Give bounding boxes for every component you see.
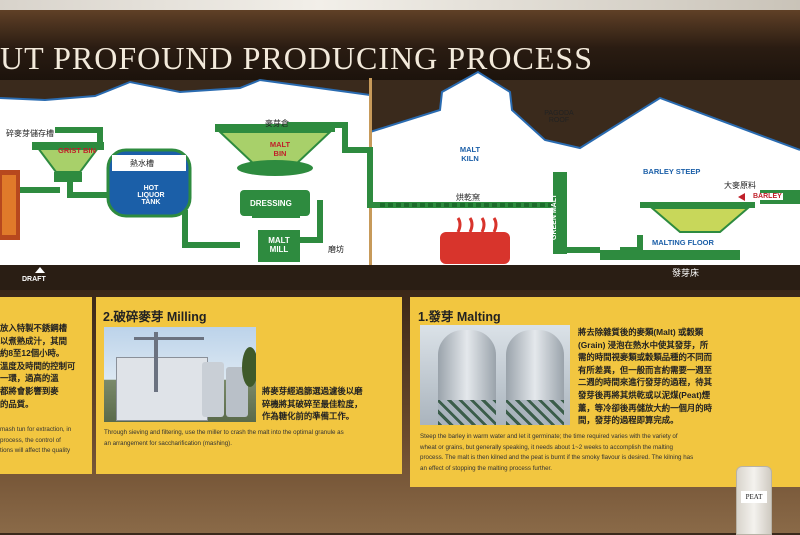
milling-en-text: Through sieving and filtering, use the m… [104, 429, 344, 447]
label-grist-store: 碎麥芽儲存槽 [6, 129, 54, 138]
process-diagram [0, 70, 800, 290]
label-malting-floor-zh: 發芽床 [672, 268, 700, 278]
milling-zh-text: 將麥芽經過篩選過濾後以磨 碎機將其破碎至最佳粒度， 作為糖化前的準備工作。 [262, 386, 363, 422]
barley-steep [649, 207, 751, 233]
label-kiln-zh: 烘乾窯 [456, 193, 480, 202]
building-right [370, 72, 800, 265]
label-pagoda-roof: PAGODA ROOF [544, 110, 574, 124]
malting-zh-text: 將去除雜質後的麥類(Malt) 或穀類 (Grain) 浸泡在熱水中使其發芽，所… [578, 327, 712, 426]
label-hot-water-zh: 熱水槽 [130, 159, 154, 168]
label-grist-bin: GRIST BIN [58, 146, 96, 155]
label-barley-raw-zh: 大麥原料 [724, 181, 756, 190]
malting-heading: 1.發芽 Malting [418, 310, 501, 324]
label-malt-kiln: MALT KILN [459, 145, 481, 163]
bottle-label: PEAT [741, 491, 767, 503]
label-malt-bin: MALT BIN [269, 140, 291, 158]
malting-floor [600, 250, 740, 260]
green-malt-pipe [553, 172, 567, 254]
top-light-strip [0, 0, 800, 10]
label-barley: BARLEY [752, 193, 783, 200]
dressing-box [240, 190, 310, 216]
left-zh-text: 放入特製不銹鋼槽 以煮熟成汁，其間 約8至12個小時。 溫度及時間的控制可 一環… [0, 323, 76, 409]
label-malt-mill: MALT MILL [268, 236, 290, 254]
label-dressing: DRESSING [250, 199, 292, 208]
label-malting-floor: MALTING FLOOR [652, 238, 714, 247]
kiln-fire [440, 232, 510, 264]
top-band [0, 0, 800, 80]
panel-left [0, 297, 92, 474]
malting-photo [420, 325, 570, 425]
peat-bottle: PEAT [736, 466, 772, 535]
label-hot-liquor: HOT LIQUOR TANK [137, 185, 165, 206]
ground-strip [0, 265, 800, 290]
malting-en-text: Steep the barley in warm water and let i… [420, 433, 694, 472]
label-mill-room: 磨坊 [328, 245, 344, 254]
milling-heading: 2.破碎麥芽 Milling [103, 310, 207, 324]
label-green-malt: GREEN MALT [551, 194, 558, 240]
label-barley-steep: BARLEY STEEP [643, 167, 701, 176]
label-draft: DRAFT [22, 276, 46, 283]
malt-mill-box [258, 230, 300, 262]
page-title: UT PROFOUND PRODUCING PROCESS [0, 40, 593, 76]
milling-photo [104, 327, 256, 422]
label-malt-bin-zh: 麥芽倉 [265, 119, 289, 128]
left-en-text: mash tun for extraction, in process, the… [0, 426, 72, 454]
